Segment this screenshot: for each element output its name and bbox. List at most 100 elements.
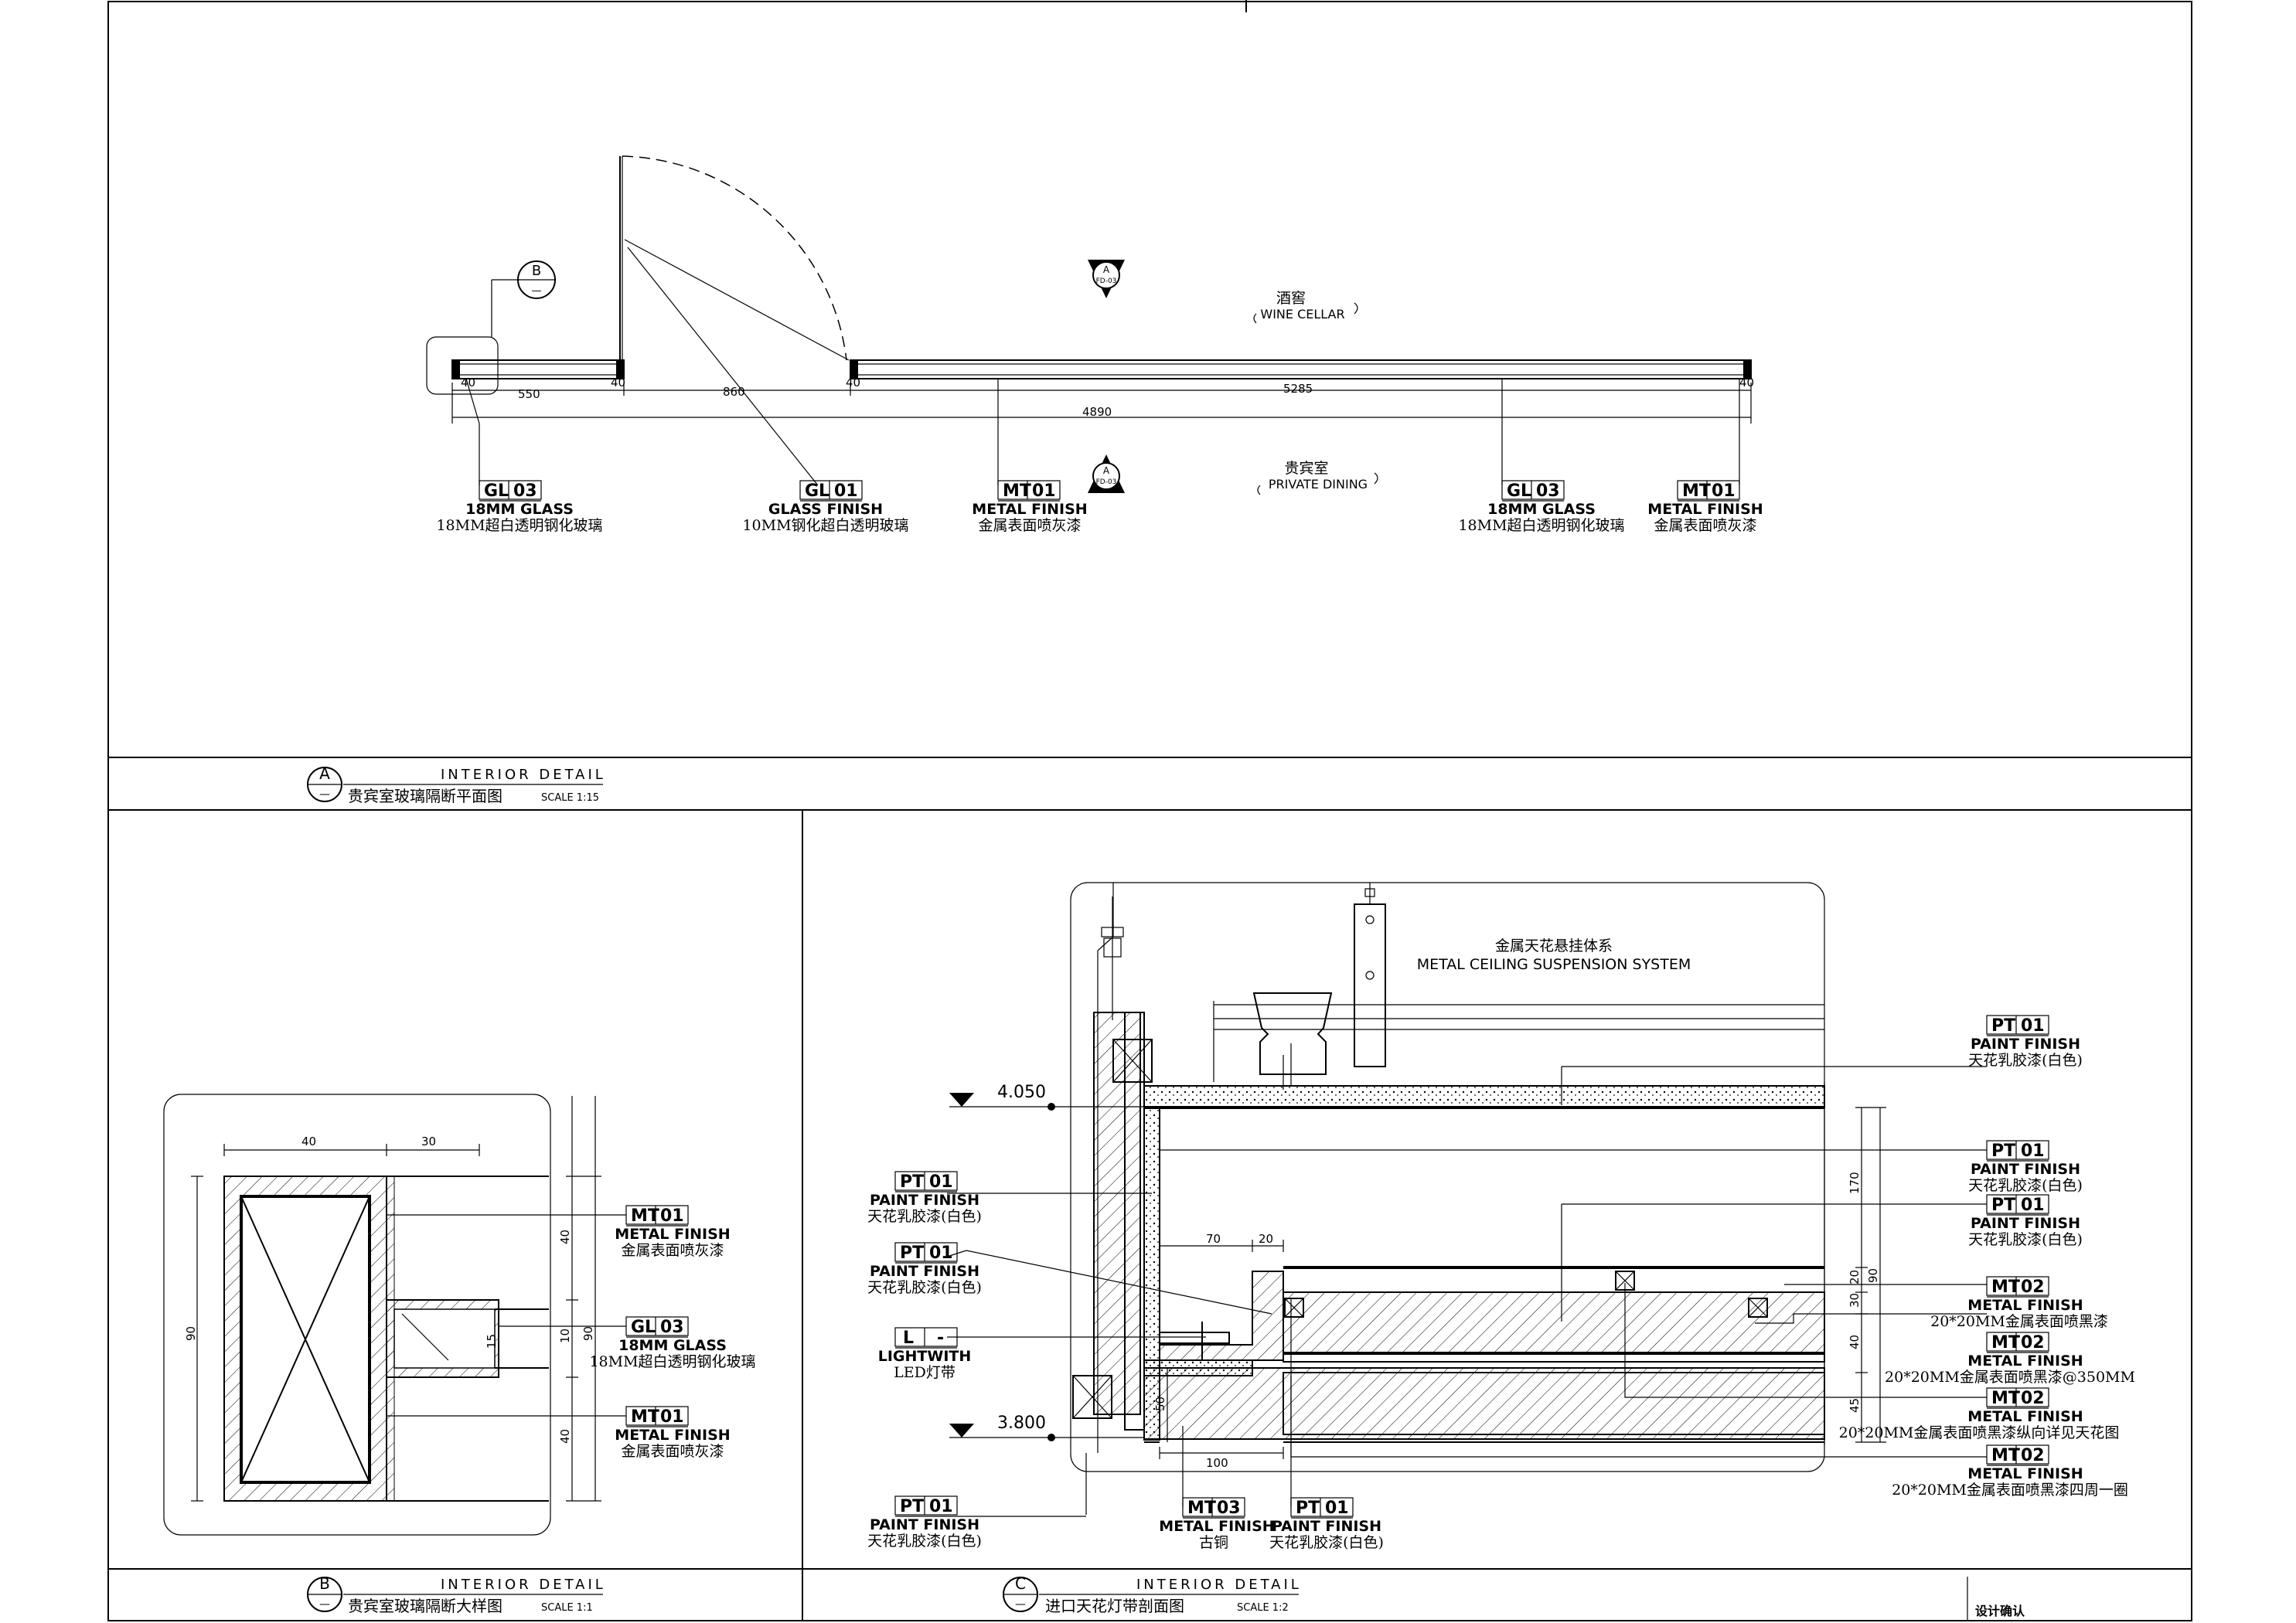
section-c-callout-bottom-3: PT 01 PAINT FINISH 天花乳胶漆(白色)	[1269, 1497, 1384, 1551]
level-bottom: 3.800	[997, 1414, 1046, 1433]
detail-b-callout-gl03: GL 03 18MM GLASS 18MM超白透明钢化玻璃	[589, 1316, 756, 1370]
callout-code: L	[903, 1329, 914, 1348]
plan-callout-gl03-right: GL 03 18MM GLASS 18MM超白透明钢化玻璃	[1458, 480, 1625, 534]
callout-code: PT	[900, 1497, 924, 1516]
callout-num: 02	[2021, 1389, 2045, 1408]
section-c-callout-right-1: PT 01 PAINT FINISH 天花乳胶漆(白色)	[1968, 1015, 2083, 1069]
section-dim-r40: 40	[1848, 1335, 1862, 1349]
sheet-frame	[107, 0, 2192, 1621]
title-a-letter: A	[319, 764, 330, 783]
callout-code: MT	[1187, 1499, 1216, 1518]
callout-code: MT	[1991, 1278, 2020, 1297]
callout-code: GL	[484, 481, 509, 501]
section-dim-70: 70	[1206, 1232, 1221, 1246]
callout-code: GL	[631, 1318, 656, 1337]
title-c-name: 进口天花灯带剖面图	[1045, 1597, 1184, 1615]
callout-code: PT	[900, 1172, 924, 1192]
callout-tag: METAL FINISH	[1159, 1518, 1274, 1535]
title-b-label: INTERIOR DETAIL	[441, 1577, 606, 1593]
plan-dim-2: 550	[518, 387, 540, 401]
callout-cn: 天花乳胶漆(白色)	[1968, 1231, 2083, 1248]
detail-b-dim-top1: 40	[301, 1135, 316, 1148]
callout-tag: PAINT FINISH	[870, 1263, 979, 1280]
stamp-text: 设计确认	[1975, 1604, 2025, 1618]
section-c-callout-right-5: MT 02 METAL FINISH 20*20MM金属表面喷黑漆@350MM	[1885, 1332, 2135, 1386]
callout-num: 02	[2021, 1333, 2045, 1352]
plan-callout-gl03-left: GL 03 18MM GLASS 18MM超白透明钢化玻璃	[436, 480, 603, 534]
section-c-callout-left-3: L - LIGHTWITH LED灯带	[878, 1327, 972, 1381]
callout-num: 02	[2021, 1278, 2045, 1297]
plan-dim-1: 40	[461, 376, 475, 390]
callout-num: 01	[2021, 1196, 2045, 1215]
title-a-name: 贵宾室玻璃隔断平面图	[348, 787, 502, 805]
title-a-scale: SCALE 1:15	[541, 792, 599, 804]
callout-cn: 天花乳胶漆(白色)	[867, 1279, 982, 1296]
detail-b-dim-r1: 40	[558, 1230, 572, 1244]
section-bottom-letter: A	[1103, 465, 1110, 476]
callout-cn: 10MM钢化超白透明玻璃	[742, 517, 908, 534]
detail-bubble-letter: B	[532, 263, 541, 279]
room-bottom-en: PRIVATE DINING	[1269, 477, 1368, 492]
section-dim-100: 100	[1206, 1456, 1228, 1470]
callout-tag: PAINT FINISH	[1272, 1518, 1381, 1535]
callout-num: 01	[834, 481, 858, 501]
callout-code: MT	[1003, 481, 1031, 501]
section-c-callout-right-2: PT 01 PAINT FINISH 天花乳胶漆(白色)	[1968, 1140, 2083, 1194]
title-c-scale: SCALE 1:2	[1237, 1602, 1289, 1614]
callout-cn: 20*20MM金属表面喷黑漆@350MM	[1885, 1369, 2135, 1386]
suspension-en: METAL CEILING SUSPENSION SYSTEM	[1417, 956, 1691, 973]
callout-code: MT	[1991, 1389, 2020, 1408]
title-b-letter: B	[319, 1574, 330, 1593]
room-bottom-cn: 贵宾室	[1284, 460, 1328, 477]
callout-cn: 18MM超白透明钢化玻璃	[436, 517, 602, 534]
callout-num: 03	[1217, 1499, 1241, 1518]
section-top-sheet: FD-03	[1096, 277, 1117, 285]
callout-tag: PAINT FINISH	[1971, 1161, 2080, 1178]
callout-num: 01	[1712, 481, 1736, 501]
detail-b-dim-inner: 15	[485, 1334, 499, 1349]
callout-code: MT	[631, 1206, 659, 1226]
callout-tag: PAINT FINISH	[870, 1516, 979, 1533]
callout-code: GL	[805, 481, 829, 501]
callout-num: 01	[2021, 1016, 2045, 1036]
callout-tag: GLASS FINISH	[768, 501, 883, 518]
callout-cn: 金属表面喷灰漆	[978, 517, 1081, 534]
title-c-dash: —	[1015, 1598, 1026, 1611]
suspension-cn: 金属天花悬挂体系	[1495, 937, 1613, 954]
callout-tag: PAINT FINISH	[1971, 1036, 2080, 1053]
callout-tag: 18MM GLASS	[618, 1337, 727, 1354]
callout-code: PT	[1991, 1196, 2015, 1215]
room-label-private-dining: 贵宾室 PRIVATE DINING	[1257, 460, 1378, 495]
callout-code: MT	[1991, 1333, 2020, 1352]
section-dim-20: 20	[1259, 1232, 1273, 1246]
detail-b-dim-r2: 10	[558, 1329, 572, 1343]
title-a-dash: —	[319, 788, 330, 801]
title-block-c: C — INTERIOR DETAIL 进口天花灯带剖面图 SCALE 1:2	[1003, 1574, 1299, 1615]
section-dim-r30: 30	[1848, 1293, 1862, 1308]
plan-a-glass-partition: 40 550 40 860 40 5285 40 4890	[426, 155, 1754, 424]
detail-bubble-sheet: —	[532, 285, 542, 297]
detail-b-drawing: 40 30 90 40 10 40 90 15	[163, 1094, 626, 1536]
callout-code: PT	[1991, 1142, 2015, 1161]
section-c-callout-left-2: PT 01 PAINT FINISH 天花乳胶漆(白色)	[867, 1242, 982, 1296]
detail-b-dim-top2: 30	[421, 1135, 436, 1148]
plan-dim-overall: 4890	[1082, 405, 1112, 419]
callout-tag: METAL FINISH	[615, 1427, 730, 1444]
callout-code: MT	[1991, 1446, 2020, 1465]
callout-tag: LIGHTWITH	[878, 1348, 972, 1365]
section-marker-bottom: A FD-03	[1088, 454, 1125, 493]
callout-num: 01	[1032, 481, 1056, 501]
section-marker-top: A FD-03	[1088, 260, 1125, 298]
detail-b-callout-mt01-top: MT 01 METAL FINISH 金属表面喷灰漆	[615, 1205, 731, 1259]
callout-code: PT	[1296, 1499, 1320, 1518]
section-top-letter: A	[1103, 264, 1110, 275]
callout-cn: 天花乳胶漆(白色)	[867, 1533, 982, 1550]
callout-num: -	[937, 1329, 944, 1348]
callout-cn: 金属表面喷灰漆	[1654, 517, 1756, 534]
title-block-b: B — INTERIOR DETAIL 贵宾室玻璃隔断大样图 SCALE 1:1	[307, 1574, 606, 1615]
section-c-callout-right-4: MT 02 METAL FINISH 20*20MM金属表面喷黑漆	[1930, 1276, 2108, 1330]
callout-cn: 18MM超白透明钢化玻璃	[589, 1353, 755, 1370]
callout-tag: METAL FINISH	[615, 1226, 730, 1243]
title-c-letter: C	[1015, 1574, 1026, 1593]
